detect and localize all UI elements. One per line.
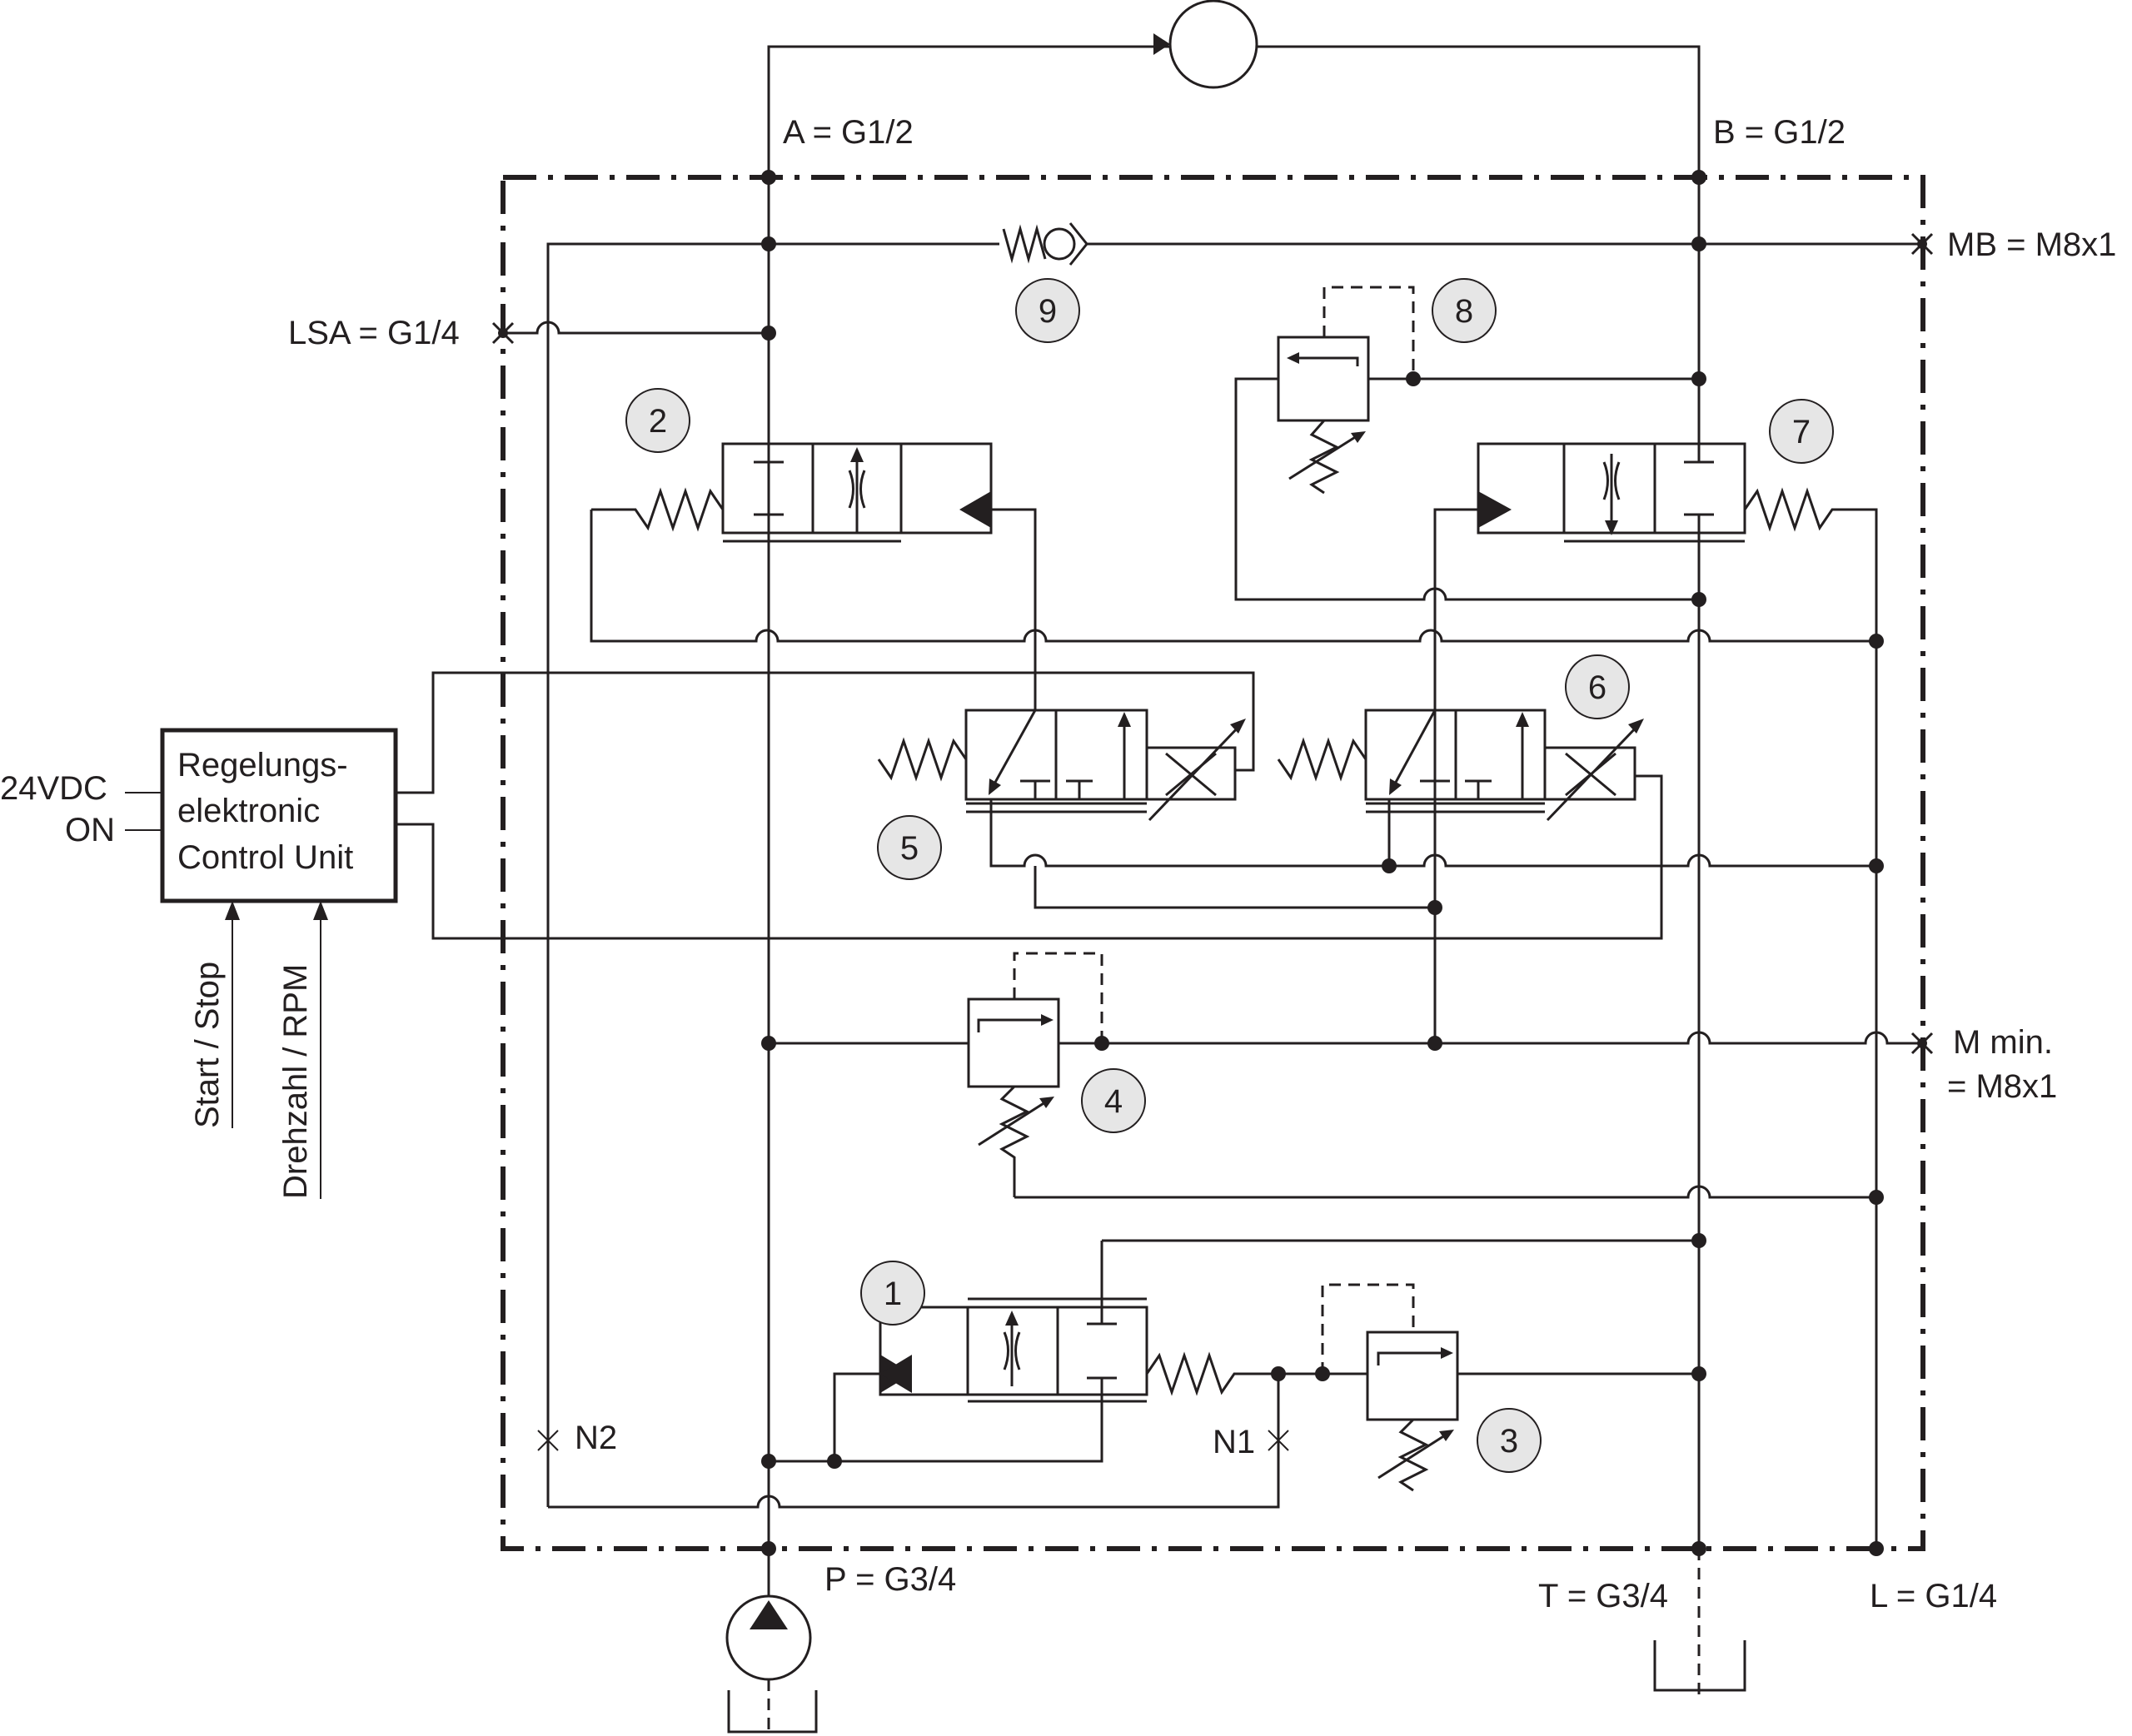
badge-6: 6 [1565,654,1630,719]
svg-text:7: 7 [1792,414,1811,450]
svg-text:5: 5 [900,830,919,867]
relief-valve-8 [1277,286,1415,495]
label-port-b: B = G1/2 [1713,114,1846,151]
label-port-l: L = G1/4 [1870,1578,1997,1614]
svg-text:8: 8 [1455,293,1473,330]
label-24vdc: 24VDC [0,770,107,807]
relief-valve-4 [967,952,1103,1197]
line-valve1-bottom [769,1395,1103,1463]
label-port-n1: N1 [1213,1424,1255,1460]
line-valve8-out [1234,377,1699,601]
port-markers [491,232,1934,1451]
control-unit-line3: Control Unit [177,839,353,876]
badge-9: 9 [1015,278,1080,343]
badge-5: 5 [877,815,942,880]
badge-1: 1 [860,1261,925,1326]
badge-2: 2 [625,388,690,453]
tank [1653,1549,1746,1694]
line-lsa [503,321,769,335]
svg-text:1: 1 [884,1276,902,1312]
line-valve5-port [1034,866,1435,909]
badge-7: 7 [1769,399,1834,464]
line-valve2-spring [590,510,1876,643]
relief-valve-3 [1321,1283,1459,1492]
valve-1-pilot-arrow [880,1355,912,1393]
line-mb [546,242,999,1507]
label-port-a: A = G1/2 [783,114,914,151]
label-port-mmin-1: M min. [1953,1024,2053,1061]
line-valve2-pilot [991,508,1037,701]
label-rpm: Drehzahl / RPM [277,964,314,1199]
svg-text:4: 4 [1104,1083,1123,1120]
pump [725,1594,818,1736]
line-valve5-lower [989,799,1389,868]
arrow-rpm [313,901,328,920]
line-cu-valve6 [396,774,1663,940]
badge-8: 8 [1432,278,1497,343]
badge-3: 3 [1477,1408,1542,1473]
label-port-lsa: LSA = G1/4 [288,315,460,351]
label-start-stop: Start / Stop [189,962,226,1128]
line-n1 [548,1374,1280,1509]
label-port-n2: N2 [575,1420,617,1456]
line-valve7-pilot [1433,508,1478,701]
svg-text:6: 6 [1588,669,1606,706]
line-mmin [769,1031,1922,1045]
label-port-t: T = G3/4 [1538,1578,1668,1614]
hydraulic-motor [1153,0,1258,89]
label-port-mmin-2: = M8x1 [1947,1068,2057,1105]
valve-5 [877,709,1246,822]
control-unit-line2: elektronic [177,793,320,829]
valve-block-boundary [501,175,1925,1551]
valve-6 [1277,709,1644,822]
valve-7 [1477,442,1878,641]
valve-2 [591,442,993,543]
label-on: ON [65,812,115,848]
valve-1 [879,1241,1323,1403]
svg-text:2: 2 [649,403,667,440]
label-port-p: P = G3/4 [824,1561,956,1598]
arrow-start-stop [225,901,240,920]
control-unit-line1: Regelungs- [177,747,348,783]
line-a-to-motor [767,45,1170,177]
line-valve6-lower [1387,799,1876,868]
line-motor-to-b [1257,45,1701,177]
svg-text:9: 9 [1039,293,1057,330]
line-valve1-pilot [833,1372,880,1461]
label-port-mb: MB = M8x1 [1947,226,2116,263]
line-valve4-drain [1014,1185,1876,1199]
svg-text:3: 3 [1500,1423,1518,1460]
junction-dots [761,170,1884,1556]
check-valve-9 [1002,222,1088,266]
control-unit-box [160,728,398,903]
badge-4: 4 [1081,1068,1146,1133]
line-cu-valve5 [396,671,1255,794]
